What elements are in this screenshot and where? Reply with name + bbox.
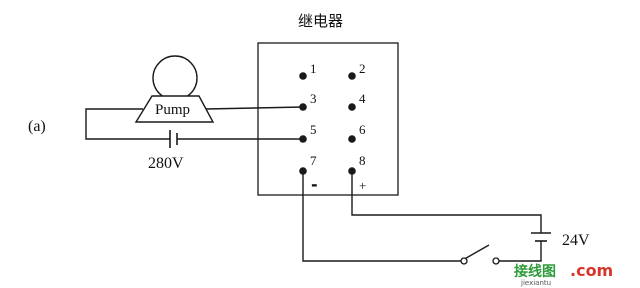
relay-title: 继电器 — [298, 12, 343, 30]
wire-switch-to-battery — [497, 241, 542, 262]
pump-symbol: Pump — [134, 55, 215, 123]
pin-label-2: 2 — [359, 61, 366, 76]
wire-pump-to-source — [85, 108, 170, 140]
terminal-2 — [348, 72, 356, 80]
relay-body — [257, 42, 399, 196]
terminal-1 — [299, 72, 307, 80]
watermark: 接线图 .com jiexiantu — [514, 261, 613, 287]
pin-label-1: 1 — [310, 61, 317, 76]
watermark-sub: jiexiantu — [520, 279, 551, 287]
minus-sign: - — [311, 175, 318, 194]
wire-pump-to-pin3 — [205, 106, 304, 110]
ac-source-symbol — [169, 130, 178, 148]
dc-battery-symbol — [531, 232, 551, 242]
pin-label-5: 5 — [310, 122, 317, 137]
pin-label-6: 6 — [359, 122, 366, 137]
pin-label-8: 8 — [359, 153, 366, 168]
ac-circuit-wires — [85, 106, 304, 140]
pin-label-4: 4 — [359, 91, 366, 106]
watermark-brand: 接线图 — [514, 263, 556, 280]
terminal-6 — [348, 135, 356, 143]
dc-source-label: 24V — [562, 232, 590, 249]
pump-label: Pump — [155, 102, 190, 118]
figure-label: (a) — [28, 118, 46, 135]
wire-pin8-to-battery — [351, 171, 542, 233]
switch-contact-left — [460, 257, 468, 265]
switch-contact-right — [492, 257, 500, 265]
pump-motor-circle — [152, 55, 198, 101]
plus-sign: + — [359, 178, 366, 193]
terminal-4 — [348, 103, 356, 111]
ac-source-label: 280V — [148, 155, 184, 172]
pin-label-3: 3 — [310, 91, 317, 106]
watermark-domain: .com — [570, 261, 613, 280]
wire-pin7-to-switch — [302, 171, 461, 262]
pin-label-7: 7 — [310, 153, 317, 168]
pump-base — [134, 95, 215, 123]
